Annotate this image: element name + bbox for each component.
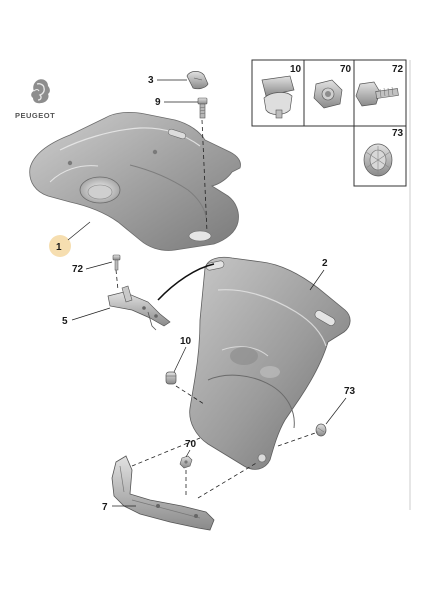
callout-2: 2	[322, 258, 328, 269]
callout-70: 70	[185, 439, 197, 450]
fastener-inset: 10 70 72 73	[251, 59, 407, 187]
push-clip-part-73	[315, 423, 327, 437]
assembly-dash-line	[115, 269, 119, 291]
assembly-dash-line	[175, 385, 205, 405]
hose-line	[157, 263, 215, 301]
lower-bracket-part-7	[111, 455, 215, 531]
lower-shield-part	[189, 256, 351, 470]
leader-line	[173, 346, 187, 373]
bolt-part-9	[197, 97, 208, 119]
nut-part-70	[179, 455, 193, 469]
assembly-dash-line	[131, 437, 201, 467]
callout-72: 72	[72, 264, 84, 275]
brand-name: PEUGEOT	[15, 111, 55, 120]
engine-cover-part	[29, 111, 241, 251]
leader-line	[67, 221, 91, 241]
clip-part-3	[186, 71, 209, 90]
assembly-dash-line	[201, 119, 208, 233]
inset-label-70: 70	[340, 64, 352, 75]
bracket-part-5	[107, 285, 171, 331]
inset-label-72: 72	[392, 64, 404, 75]
leader-line	[71, 307, 111, 321]
callout-9: 9	[155, 97, 161, 108]
inset-bolt-72	[355, 81, 399, 107]
leader-line	[325, 397, 347, 425]
assembly-dash-line	[277, 431, 319, 447]
assembly-dash-line	[197, 461, 259, 499]
callout-7: 7	[102, 502, 108, 513]
bolt-part-72	[112, 254, 121, 271]
leader-line	[85, 261, 113, 270]
brand-logo: PEUGEOT	[15, 79, 55, 120]
callout-highlight	[49, 235, 71, 257]
inset-label-10: 10	[290, 64, 302, 75]
inset-grommet-10	[261, 75, 295, 119]
callout-1: 1	[56, 242, 62, 253]
callout-10: 10	[180, 336, 192, 347]
inset-push-clip-73	[363, 143, 393, 177]
grommet-part-10	[165, 371, 177, 385]
callout-73: 73	[344, 386, 356, 397]
callout-3: 3	[148, 75, 154, 86]
peugeot-lion-icon	[31, 79, 50, 104]
inset-label-73: 73	[392, 128, 404, 139]
leader-line	[185, 449, 191, 458]
callout-5: 5	[62, 316, 68, 327]
inset-nut-70	[313, 79, 343, 109]
leader-line	[309, 269, 325, 291]
